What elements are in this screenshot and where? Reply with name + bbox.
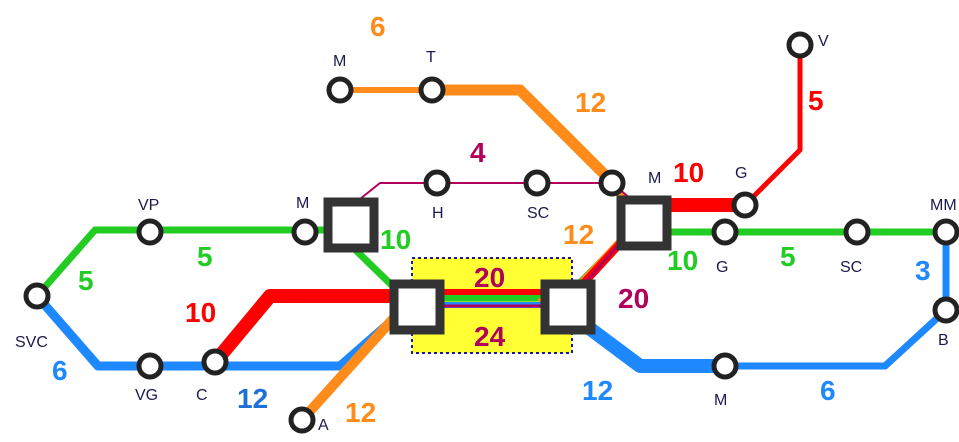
frequency-label: 12 <box>582 375 613 406</box>
station-mm[interactable] <box>932 218 959 246</box>
hub-center-right[interactable] <box>540 279 596 335</box>
station-vg[interactable] <box>136 352 164 380</box>
station-h[interactable] <box>423 169 451 197</box>
station-label: VG <box>135 387 158 404</box>
station-label: MM <box>930 197 957 214</box>
station-sc-right[interactable] <box>843 218 871 246</box>
station-label: B <box>938 332 949 349</box>
station-v[interactable] <box>786 31 814 59</box>
hub-center-left[interactable] <box>389 279 445 335</box>
frequency-label: 12 <box>237 383 268 414</box>
station-m-mid[interactable] <box>598 169 626 197</box>
frequency-label: 20 <box>474 262 505 293</box>
station-label: VP <box>138 197 159 214</box>
frequency-label: 20 <box>618 283 649 314</box>
station-m-bottom[interactable] <box>711 352 739 380</box>
station-a[interactable] <box>288 406 316 434</box>
station-label: T <box>426 49 436 66</box>
station-svc[interactable] <box>23 282 51 310</box>
transfer-hubs <box>323 195 672 335</box>
frequency-label: 5 <box>808 85 824 116</box>
station-label: SVC <box>15 334 48 351</box>
frequency-label: 12 <box>575 87 606 118</box>
hub-m-left[interactable] <box>323 197 379 253</box>
station-labels: M T V G M M H SC VP SVC VG C A G SC MM B… <box>15 33 957 434</box>
station-markers <box>23 31 959 434</box>
frequency-label: 6 <box>370 11 386 42</box>
station-label: G <box>735 165 747 182</box>
station-label: A <box>318 417 329 434</box>
station-m-top[interactable] <box>326 76 354 104</box>
station-vp[interactable] <box>136 218 164 246</box>
station-label: V <box>818 33 829 50</box>
station-label: H <box>432 205 444 222</box>
station-label: M <box>648 170 661 187</box>
frequency-labels: 6 12 12 12 5 10 10 20 4 20 24 5 5 10 10 … <box>52 11 931 428</box>
frequency-label: 6 <box>52 355 68 386</box>
frequency-label: 5 <box>78 265 94 296</box>
frequency-label: 10 <box>380 224 411 255</box>
station-label: M <box>714 392 727 409</box>
frequency-label: 24 <box>474 321 506 352</box>
station-label: SC <box>527 205 549 222</box>
station-label: C <box>196 387 208 404</box>
station-t[interactable] <box>418 76 446 104</box>
station-sc-top[interactable] <box>523 169 551 197</box>
frequency-label: 12 <box>345 397 376 428</box>
frequency-label: 10 <box>667 245 698 276</box>
station-label: G <box>716 259 728 276</box>
frequency-label: 10 <box>673 157 704 188</box>
frequency-label: 3 <box>915 255 931 286</box>
frequency-label: 12 <box>563 219 594 250</box>
hub-m-right[interactable] <box>616 195 672 251</box>
station-g-top[interactable] <box>731 191 759 219</box>
frequency-label: 4 <box>470 137 486 168</box>
station-label: SC <box>840 259 862 276</box>
station-c[interactable] <box>201 348 229 376</box>
station-m-left[interactable] <box>291 218 319 246</box>
frequency-label: 6 <box>820 375 836 406</box>
station-g-right[interactable] <box>711 218 739 246</box>
station-label: M <box>333 53 346 70</box>
frequency-label: 5 <box>780 241 796 272</box>
frequency-label: 5 <box>197 241 213 272</box>
station-label: M <box>296 195 309 212</box>
frequency-label: 10 <box>185 297 216 328</box>
station-b[interactable] <box>932 296 959 324</box>
